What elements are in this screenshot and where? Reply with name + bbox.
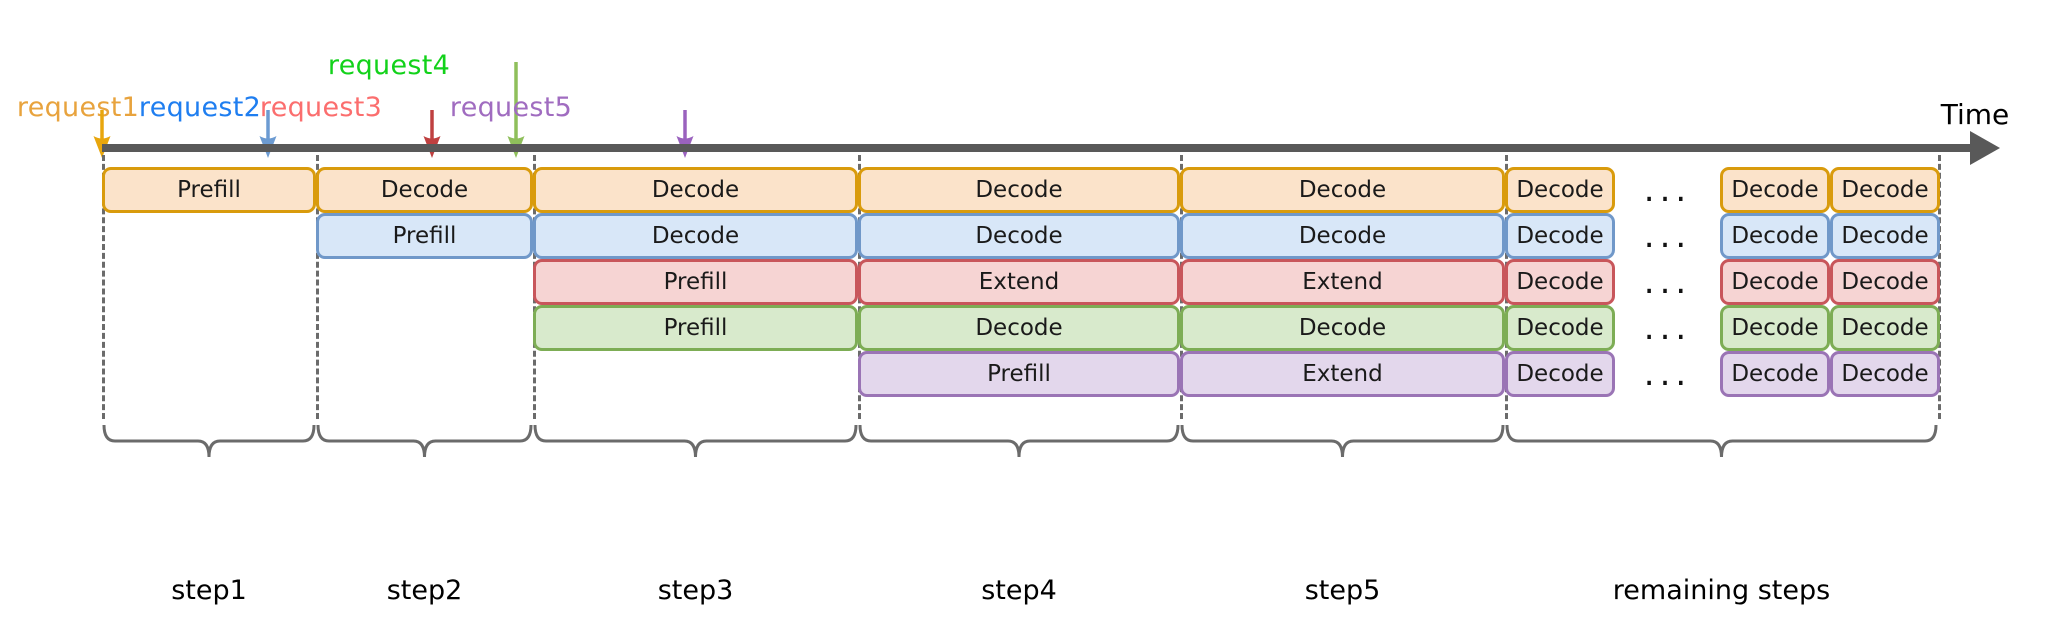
schedule-block: Decode <box>1830 305 1940 351</box>
step-label-3: step3 <box>657 575 734 606</box>
step-brace-4 <box>858 423 1180 458</box>
step-label-5: step5 <box>1304 575 1381 606</box>
schedule-block: Extend <box>1180 259 1505 305</box>
schedule-block: Decode <box>1830 259 1940 305</box>
step-brace-1 <box>102 423 316 458</box>
request-label-3: request3 <box>259 92 383 123</box>
time-axis-arrowhead-icon <box>1970 131 2000 165</box>
schedule-block: Extend <box>858 259 1180 305</box>
step-label-4: step4 <box>981 575 1057 606</box>
schedule-block: Prefill <box>858 351 1180 397</box>
step-brace-2 <box>316 423 533 458</box>
schedule-block: Decode <box>1720 305 1830 351</box>
schedule-block: Decode <box>858 305 1180 351</box>
step-label-6: remaining steps <box>1612 575 1831 606</box>
step-label-1: step1 <box>171 575 247 606</box>
schedule-block: Extend <box>1180 351 1505 397</box>
request-label-4: request4 <box>327 50 451 81</box>
step-brace-3 <box>533 423 858 458</box>
schedule-block: Decode <box>858 167 1180 213</box>
step-label-2: step2 <box>386 575 463 606</box>
schedule-block: Decode <box>1505 213 1615 259</box>
schedule-block: Decode <box>1180 167 1505 213</box>
request-label-2: request2 <box>138 92 262 123</box>
schedule-block: Decode <box>1720 167 1830 213</box>
schedule-block: Prefill <box>102 167 316 213</box>
ellipsis-marker: ... <box>1643 354 1692 394</box>
ellipsis-marker: ... <box>1643 308 1692 348</box>
schedule-block: Decode <box>1180 305 1505 351</box>
step-guide-line-1 <box>102 155 105 419</box>
schedule-block: Decode <box>1830 213 1940 259</box>
step-brace-5 <box>1180 423 1505 458</box>
step-guide-line-2 <box>316 155 319 419</box>
time-axis-label: Time <box>1940 98 2010 131</box>
ellipsis-marker: ... <box>1643 170 1692 210</box>
schedule-block: Prefill <box>533 305 858 351</box>
schedule-block: Decode <box>1180 213 1505 259</box>
schedule-block: Prefill <box>533 259 858 305</box>
schedule-block: Decode <box>1830 351 1940 397</box>
schedule-block: Decode <box>1505 167 1615 213</box>
schedule-block: Prefill <box>316 213 533 259</box>
schedule-block: Decode <box>858 213 1180 259</box>
time-axis-line <box>102 144 1970 152</box>
schedule-block: Decode <box>1720 259 1830 305</box>
ellipsis-marker: ... <box>1643 262 1692 302</box>
schedule-block: Decode <box>1505 305 1615 351</box>
step-brace-6 <box>1505 423 1938 458</box>
request-label-5: request5 <box>449 92 573 123</box>
schedule-block: Decode <box>316 167 533 213</box>
schedule-block: Decode <box>1720 213 1830 259</box>
schedule-block: Decode <box>1505 259 1615 305</box>
schedule-block: Decode <box>1720 351 1830 397</box>
schedule-block: Decode <box>533 167 858 213</box>
schedule-block: Decode <box>1505 351 1615 397</box>
request-label-1: request1 <box>16 92 140 123</box>
schedule-block: Decode <box>1830 167 1940 213</box>
ellipsis-marker: ... <box>1643 216 1692 256</box>
schedule-block: Decode <box>533 213 858 259</box>
